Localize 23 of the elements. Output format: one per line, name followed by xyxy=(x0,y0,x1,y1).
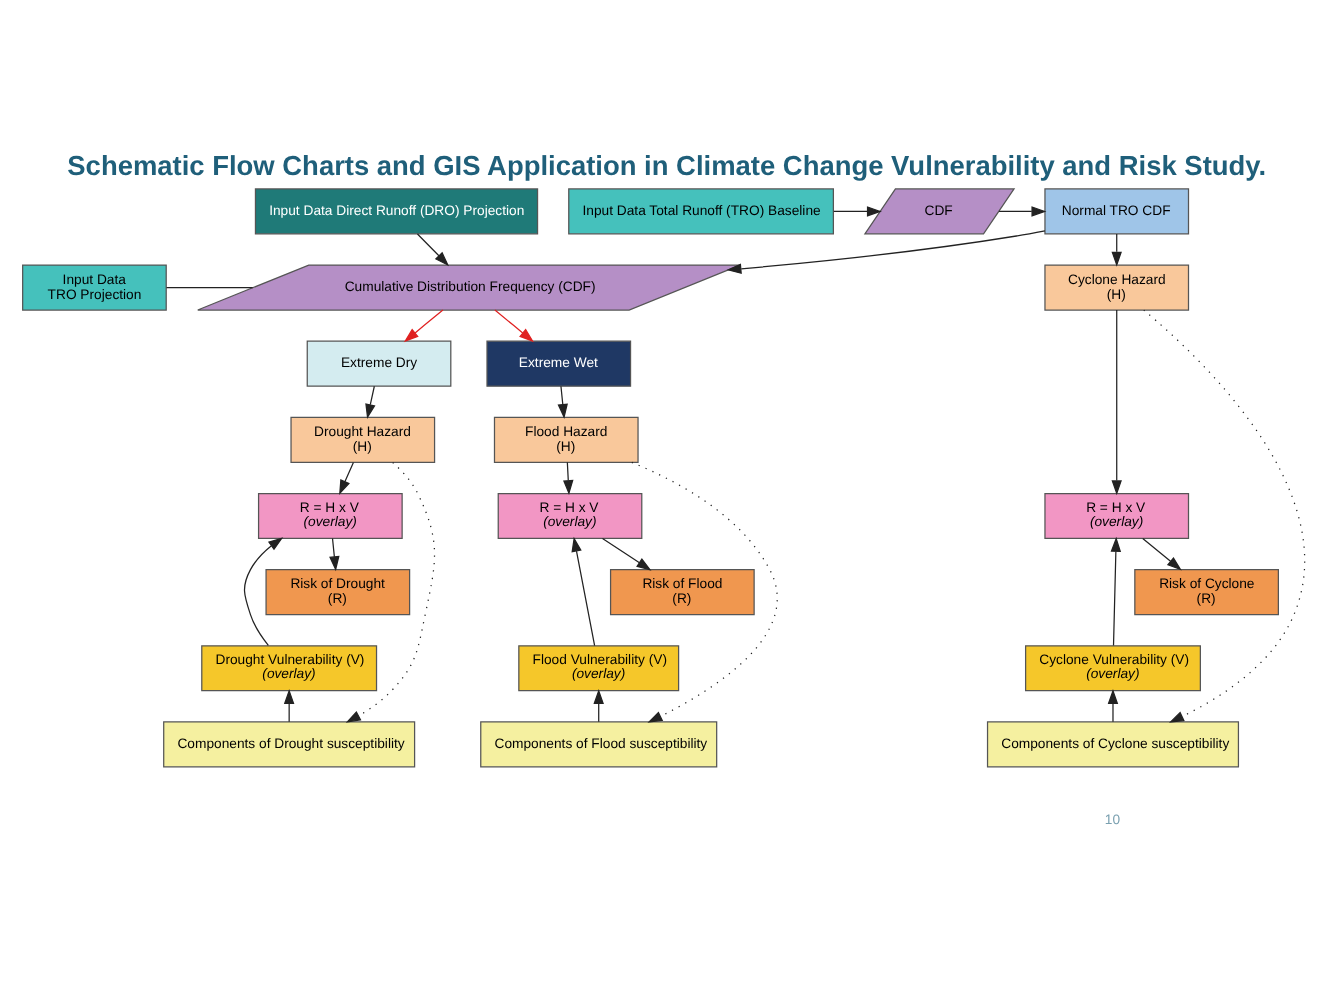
arrow xyxy=(416,233,450,267)
arrow xyxy=(998,206,1047,217)
arrow xyxy=(345,461,436,723)
diagram-title: Schematic Flow Charts and GIS Application in Climate Change Vulnerability and Risk Study. xyxy=(67,150,1267,181)
arrow xyxy=(833,206,882,217)
arrow xyxy=(1110,536,1122,647)
arrow xyxy=(1107,688,1119,723)
arrow xyxy=(494,309,534,343)
arrow xyxy=(1143,309,1306,723)
arrow xyxy=(329,537,340,572)
arrow xyxy=(601,537,652,571)
arrow xyxy=(1111,309,1122,496)
connector xyxy=(165,286,254,289)
arrow xyxy=(339,461,355,495)
arrow xyxy=(726,230,1046,274)
arrow xyxy=(571,536,596,647)
arrow xyxy=(1142,537,1182,571)
arrow xyxy=(365,385,376,419)
arrow xyxy=(403,309,444,343)
arrow xyxy=(557,385,568,419)
arrow xyxy=(243,537,284,646)
arrow xyxy=(563,461,574,496)
arrow xyxy=(631,461,778,723)
